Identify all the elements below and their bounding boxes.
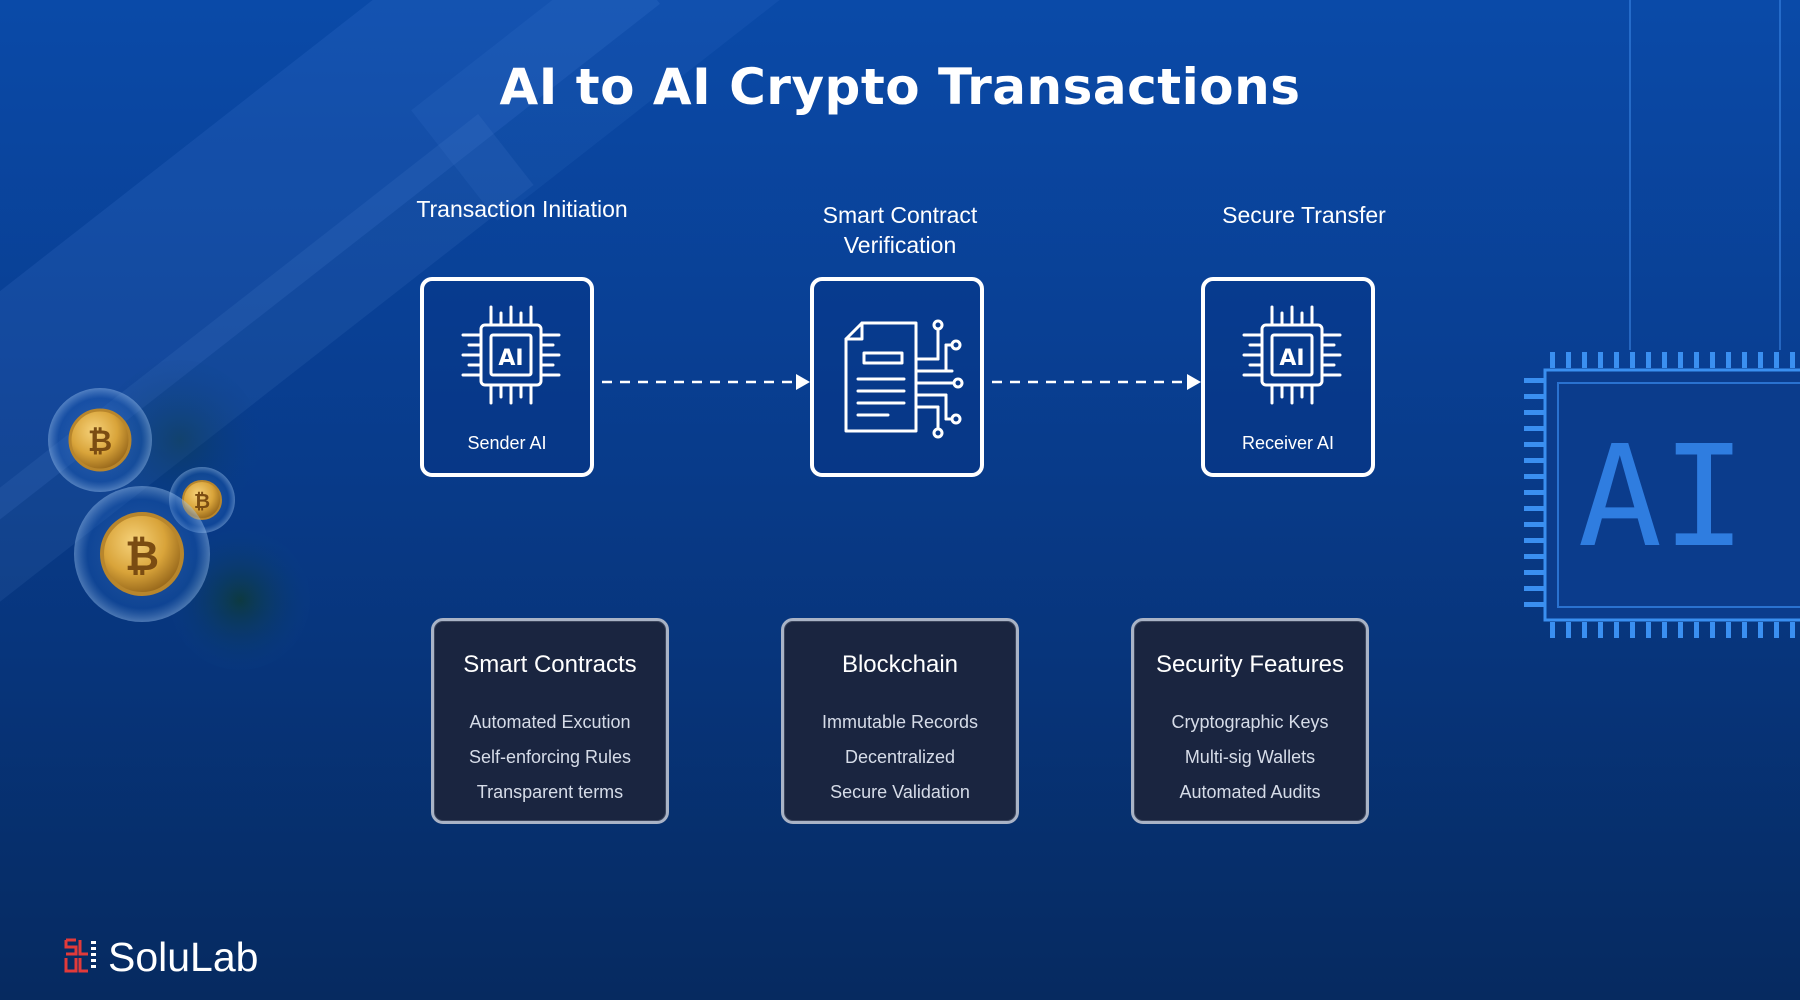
card-title: Blockchain: [841, 651, 959, 678]
card-item: Immutable Records: [821, 712, 979, 732]
processor-body: [1543, 368, 1800, 622]
card-blockchain: Blockchain Immutable Records Decentraliz…: [781, 618, 1019, 824]
card-item: Automated Excution: [469, 712, 631, 732]
ai-chip-icon: AI: [461, 305, 561, 405]
sender-ai-label: Sender AI: [467, 433, 547, 453]
card-item: Multi-sig Wallets: [1184, 747, 1316, 767]
chip-text: AI: [1279, 346, 1304, 371]
card-item-list: Automated Excution Self-enforcing Rules …: [434, 705, 666, 810]
card-security-features: Security Features Cryptographic Keys Mul…: [1131, 618, 1369, 824]
sender-ai-node: AI Sender AI: [420, 277, 594, 477]
solulab-logo-icon: [64, 938, 96, 973]
connector-arrow-2: [1187, 374, 1201, 390]
smart-contract-document-icon: [844, 319, 964, 439]
bitcoin-symbol: ₿: [125, 531, 159, 580]
step-heading-initiation: Transaction Initiation: [416, 196, 628, 222]
step-heading-verification: Smart Contract Verification: [822, 202, 978, 258]
receiver-ai-node: AI Receiver AI: [1201, 277, 1375, 477]
card-smart-contracts: Smart Contracts Automated Excution Self-…: [431, 618, 669, 824]
card-item: Secure Validation: [830, 782, 970, 802]
card-title: Security Features: [1155, 651, 1345, 678]
chip-text: AI: [498, 346, 523, 371]
bitcoin-symbol: ₿: [194, 489, 210, 513]
card-item-list: Cryptographic Keys Multi-sig Wallets Aut…: [1134, 705, 1366, 810]
card-item-list: Immutable Records Decentralized Secure V…: [784, 705, 1016, 810]
brand-name: SoluLab: [108, 934, 259, 980]
bitcoin-coin-icon: [68, 408, 132, 472]
ai-chip-icon: AI: [1242, 305, 1342, 405]
ai-processor-decoration: AI: [1524, 0, 1800, 638]
card-item: Automated Audits: [1179, 782, 1321, 802]
big-chip-text: AI: [1578, 416, 1747, 579]
card-item: Self-enforcing Rules: [468, 747, 632, 767]
connector-arrow-1: [796, 374, 810, 390]
bitcoin-symbol: ₿: [88, 424, 112, 459]
page-title: AI to AI Crypto Transactions: [499, 58, 1301, 116]
card-item: Decentralized: [844, 747, 956, 767]
card-item: Cryptographic Keys: [1171, 712, 1329, 732]
bitcoin-coins-decoration: ₿ ₿ ₿: [48, 360, 310, 670]
card-item: Transparent terms: [476, 782, 624, 802]
bitcoin-coin-icon: [100, 512, 184, 596]
step-heading-transfer: Secure Transfer: [1222, 202, 1386, 228]
receiver-ai-label: Receiver AI: [1241, 433, 1335, 453]
smart-contract-node: [810, 277, 984, 477]
card-title: Smart Contracts: [463, 651, 637, 678]
